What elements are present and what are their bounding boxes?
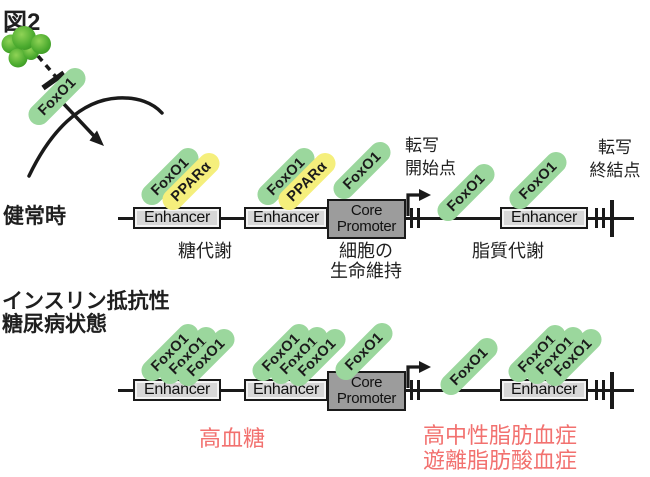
arrowhead-icon xyxy=(89,130,104,146)
tick-mark xyxy=(602,380,605,400)
nuclear-membrane-arc xyxy=(27,96,164,178)
insulin-signaling-graphic xyxy=(1,26,164,178)
transcription-start-arrow xyxy=(406,189,431,216)
foxo1-pill: FoxO1 xyxy=(329,137,395,203)
tick-mark xyxy=(417,380,420,400)
tick-mark xyxy=(410,380,413,400)
enhancer-box-glucose-2: Enhancer xyxy=(244,207,328,229)
healthy-state-label: 健常時 xyxy=(3,205,66,228)
foxo1-pill: FoxO1 xyxy=(505,147,571,213)
tick-mark xyxy=(595,380,598,400)
foxo1-translocation-arrow xyxy=(60,100,97,139)
transcription-terminator-bar xyxy=(610,200,614,237)
diabetic-state-label: インスリン抵抗性 糖尿病状態 xyxy=(2,290,170,336)
tick-mark xyxy=(595,208,598,228)
enhancer-box-glucose-1-diabetic: Enhancer xyxy=(133,379,221,401)
transcription-terminator-bar-diabetic xyxy=(610,372,614,409)
transcription-start-arrow-diabetic xyxy=(406,361,431,388)
tick-mark xyxy=(602,208,605,228)
outcome-label-lipidemia: 高中性脂肪血症 遊離脂肪酸血症 xyxy=(423,423,578,473)
outcome-label-hyperglycemia: 高血糖 xyxy=(199,426,266,451)
tss-label: 転写 開始点 xyxy=(405,136,456,178)
gene-label-glucose: 糖代謝 xyxy=(178,241,232,261)
tts-label: 転写 終結点 xyxy=(589,138,641,180)
inhibition-tbar-icon xyxy=(41,70,66,91)
insulin-cluster-icon xyxy=(1,26,51,68)
enhancer-box-lipid-diabetic: Enhancer xyxy=(500,379,588,401)
tick-mark xyxy=(417,208,420,228)
enhancer-box-glucose-1: Enhancer xyxy=(133,207,221,229)
inhibition-dashed-line xyxy=(36,54,58,79)
gene-label-cell-maintenance: 細胞の 生命維持 xyxy=(330,241,402,281)
core-promoter-box: Core Promoter xyxy=(327,199,406,239)
gene-label-lipid: 脂質代謝 xyxy=(472,241,544,261)
enhancer-box-lipid: Enhancer xyxy=(500,207,588,229)
tick-mark xyxy=(410,208,413,228)
